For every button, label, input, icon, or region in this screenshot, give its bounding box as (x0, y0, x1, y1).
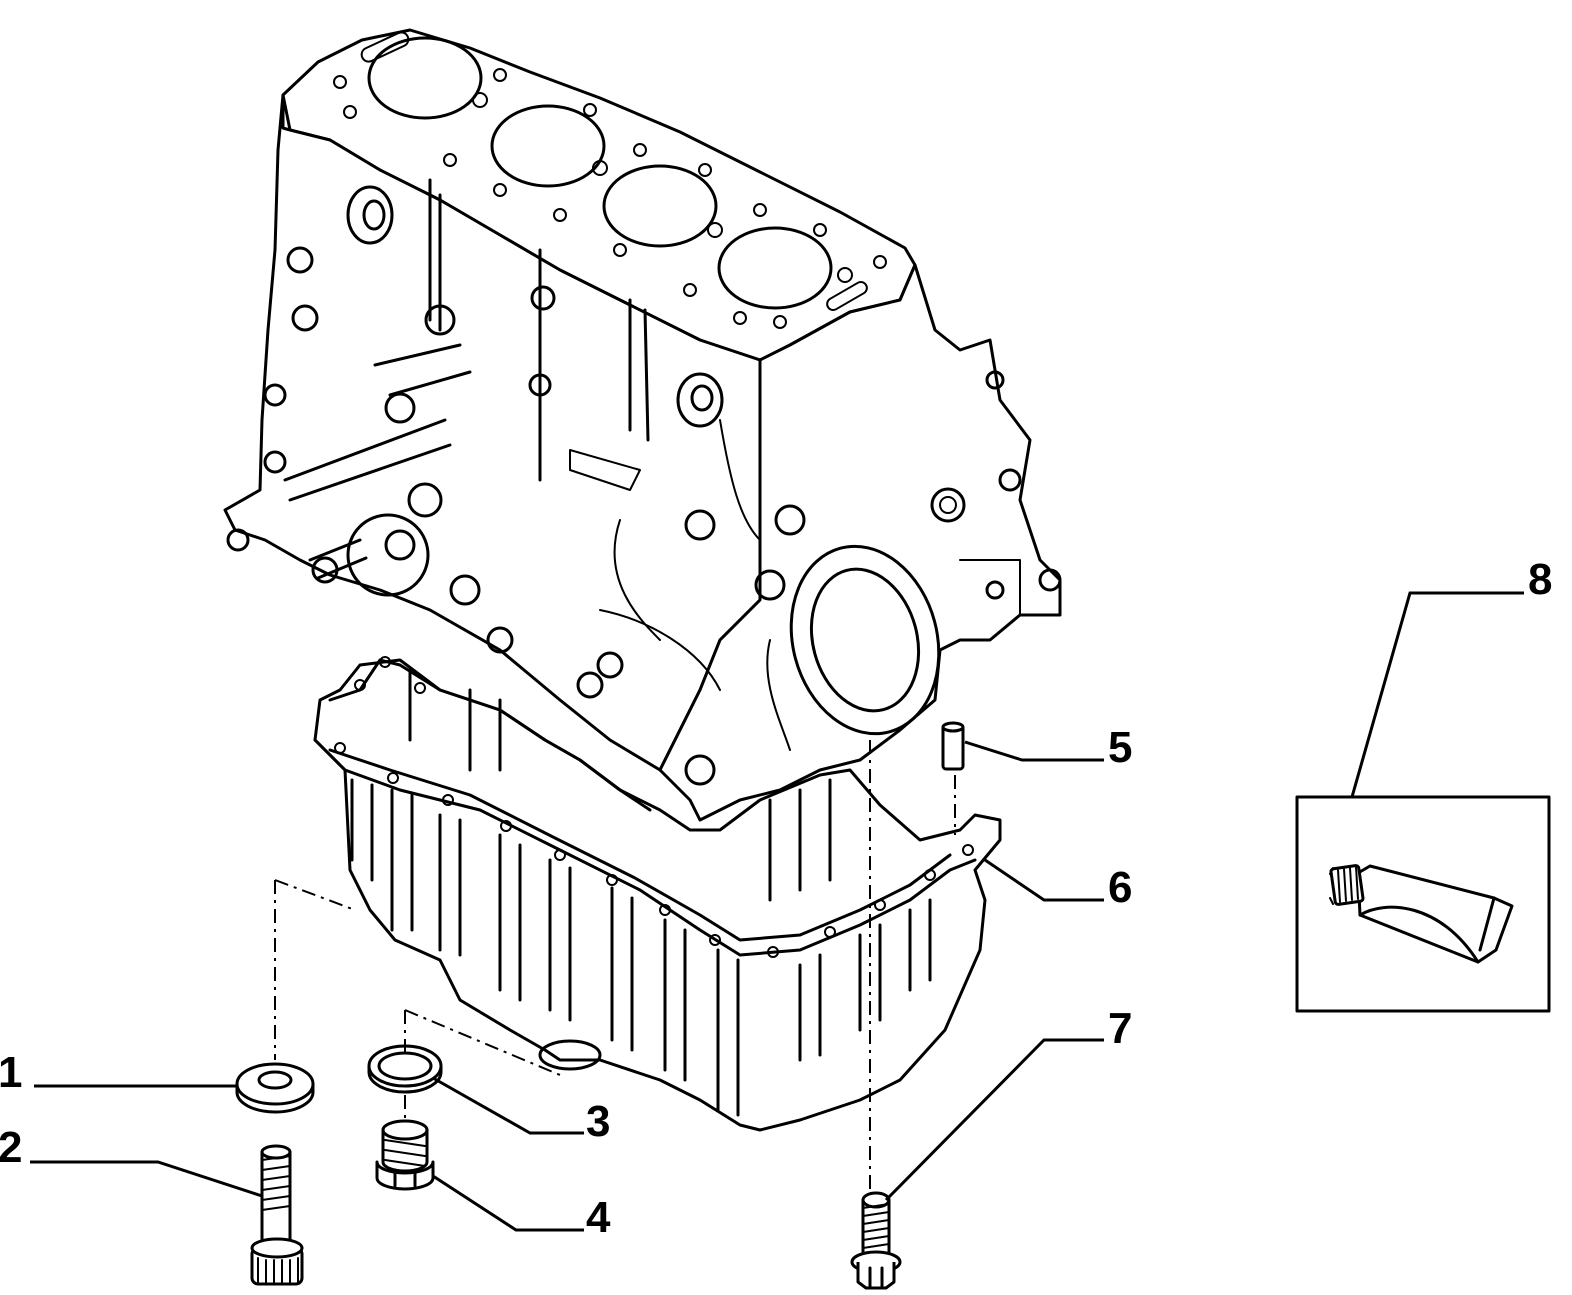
callout-8: 8 (1528, 555, 1552, 604)
flange-bolt-icon (850, 1191, 902, 1290)
callout-7: 7 (1108, 1004, 1132, 1053)
callout-labels: 1 2 3 4 5 6 7 8 (0, 555, 1552, 1242)
sealant-kit-box (1295, 795, 1551, 1013)
dowel-pin-icon (941, 721, 965, 771)
drain-plug-icon (375, 1119, 435, 1191)
seal-ring-icon (367, 1044, 443, 1094)
callout-1: 1 (0, 1048, 22, 1097)
leader-lines (30, 591, 1524, 1232)
sealant-tube-icon (1329, 864, 1514, 964)
washer-icon (235, 1062, 315, 1114)
oil-pan-icon (313, 656, 1002, 1132)
engine-block-icon (223, 28, 1062, 822)
callout-4: 4 (586, 1193, 611, 1242)
callout-6: 6 (1108, 863, 1132, 912)
socket-head-bolt-icon (250, 1144, 304, 1286)
callout-5: 5 (1108, 723, 1132, 772)
callout-3: 3 (586, 1097, 610, 1146)
callout-2: 2 (0, 1123, 22, 1172)
